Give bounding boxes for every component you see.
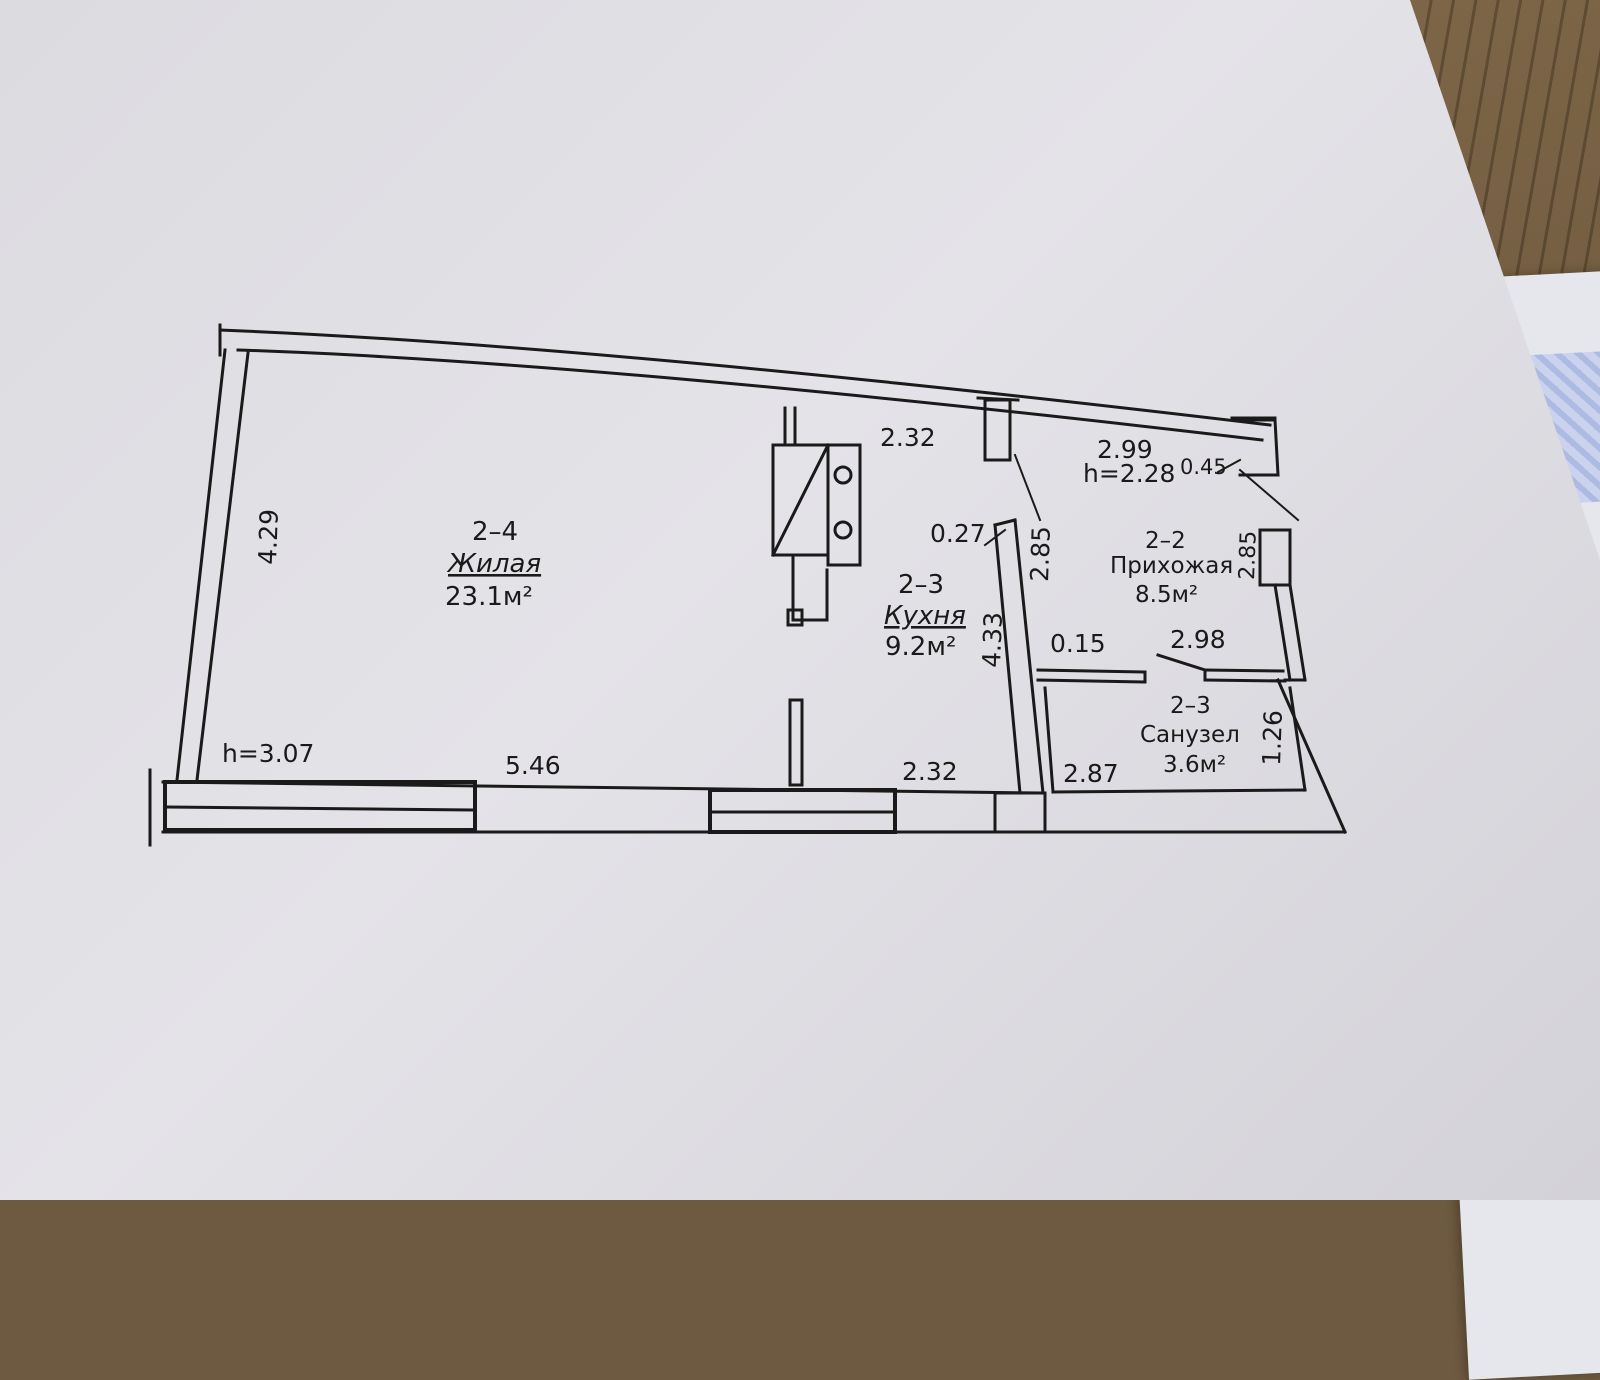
hall-left-dimension: 2.85 bbox=[1025, 526, 1056, 583]
stove-duct-block bbox=[770, 406, 862, 627]
burner-icon bbox=[833, 465, 853, 485]
room-label-living: 2–4 Жилая 23.1м² bbox=[445, 517, 541, 612]
bathroom-walls bbox=[1043, 686, 1307, 794]
room-area: 9.2м² bbox=[885, 632, 956, 662]
entrance-door-swing bbox=[1238, 468, 1300, 522]
kitchen-top-dimension: 2.32 bbox=[880, 423, 936, 452]
hall-bottom-dimension: 2.98 bbox=[1170, 625, 1226, 654]
bottom-exterior-wall bbox=[148, 768, 1347, 847]
floor-plan: h=3.07 4.29 5.46 2.32 2.32 4.33 0.27 2.9… bbox=[148, 323, 1347, 847]
leader-line bbox=[1216, 458, 1242, 474]
right-exterior-wall bbox=[1230, 416, 1347, 834]
room-name: Жилая bbox=[446, 549, 541, 579]
window-kitchen bbox=[708, 788, 897, 834]
room-area: 8.5м² bbox=[1135, 582, 1198, 608]
living-kitchen-divider bbox=[788, 698, 804, 787]
burner-icon bbox=[833, 520, 853, 540]
bathroom-right-dimension: 1.26 bbox=[1257, 710, 1288, 767]
room-label-hall: 2–2 Прихожая 8.5м² bbox=[1110, 528, 1233, 608]
kitchen-wall-dimension: 0.27 bbox=[930, 519, 986, 548]
living-height-label: h=3.07 bbox=[222, 739, 314, 768]
partition-kitchen-hall bbox=[993, 518, 1045, 795]
room-area: 3.6м² bbox=[1163, 752, 1226, 778]
hall-top-dimension: 2.99 bbox=[1097, 435, 1153, 464]
window-living bbox=[163, 780, 477, 832]
living-bottom-dimension: 5.46 bbox=[505, 751, 561, 780]
room-label-kitchen: 2–3 Кухня 9.2м² bbox=[884, 570, 966, 662]
room-name: Прихожая bbox=[1110, 553, 1233, 579]
floor-plan-sheet bbox=[0, 0, 1600, 1200]
partition-hall-bathroom bbox=[1036, 653, 1287, 684]
room-name: Кухня bbox=[884, 601, 966, 631]
bathroom-door-swing bbox=[1156, 653, 1207, 672]
top-exterior-wall bbox=[218, 323, 1272, 442]
hall-height-label: h=2.28 bbox=[1083, 459, 1175, 488]
room-code: 2–3 bbox=[898, 570, 944, 600]
room-area: 23.1м² bbox=[445, 582, 533, 612]
room-code: 2–2 bbox=[1145, 528, 1186, 554]
wall-stub-bottom bbox=[993, 791, 1047, 834]
left-exterior-wall bbox=[175, 348, 250, 782]
room-code: 2–4 bbox=[472, 517, 518, 547]
wall-segment-right bbox=[1258, 528, 1292, 587]
hall-window-gap-dimension: 0.45 bbox=[1180, 455, 1227, 479]
hall-partition-dimension: 0.15 bbox=[1050, 629, 1106, 658]
kitchen-right-dimension: 4.33 bbox=[977, 612, 1008, 669]
bathroom-bottom-dimension: 2.87 bbox=[1063, 759, 1119, 788]
living-left-dimension: 4.29 bbox=[253, 509, 284, 566]
room-label-bathroom: 2–3 Санузел 3.6м² bbox=[1140, 693, 1240, 778]
hall-right-dimension: 2.85 bbox=[1235, 530, 1262, 580]
hall-door-swing bbox=[1013, 453, 1042, 522]
leader-line bbox=[983, 528, 1007, 547]
room-name: Санузел bbox=[1140, 722, 1240, 748]
kitchen-bottom-dimension: 2.32 bbox=[902, 757, 958, 786]
room-code: 2–3 bbox=[1170, 693, 1211, 719]
